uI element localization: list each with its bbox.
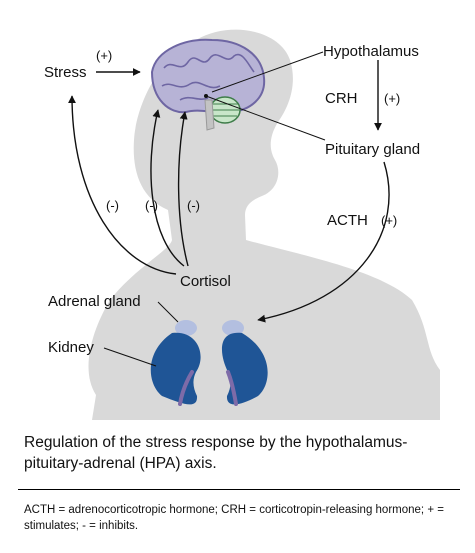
body-silhouette: [88, 29, 441, 420]
sign-feedback-stress: (-): [106, 198, 119, 213]
sign-crh: (+): [384, 91, 400, 106]
ureter-right: [226, 370, 238, 406]
caption-divider: [18, 489, 460, 490]
arrow-acth: [257, 161, 390, 323]
pointer-kidney: [103, 347, 157, 367]
abbreviation-footnote: ACTH = adrenocorticotropic hormone; CRH …: [24, 504, 444, 532]
feedback-to-pituitary: [177, 111, 189, 267]
label-pituitary: Pituitary gland: [325, 141, 420, 158]
brain-stem: [204, 99, 215, 131]
brain-folds: [161, 53, 255, 101]
label-cortisol: Cortisol: [180, 273, 231, 290]
label-adrenal-gland: Adrenal gland: [48, 293, 141, 310]
label-kidney: Kidney: [48, 339, 94, 356]
hpa-diagram: Stress (+) Hypothalamus CRH (+) Pituitar…: [44, 29, 441, 420]
figure-caption: Regulation of the stress response by the…: [24, 434, 408, 472]
label-hypothalamus: Hypothalamus: [323, 43, 419, 60]
pointer-adrenal: [157, 301, 179, 323]
brain: [150, 38, 266, 114]
sign-acth: (+): [381, 213, 397, 228]
sign-stress-to-brain: (+): [96, 48, 112, 63]
sign-feedback-pituitary: (-): [187, 198, 200, 213]
sign-feedback-hypothalamus: (-): [145, 198, 158, 213]
cerebellum-folds: [211, 103, 239, 117]
pointer-dot: [204, 94, 208, 98]
feedback-to-stress: [68, 95, 177, 275]
feedback-to-hypothalamus: [150, 109, 185, 267]
pointer-pituitary: [205, 95, 326, 141]
label-acth: ACTH: [327, 212, 368, 229]
adrenal-gland-right: [222, 320, 244, 336]
label-stress: Stress: [44, 64, 87, 81]
pointer-hypothalamus: [211, 51, 324, 93]
label-crh: CRH: [325, 90, 358, 107]
ureter-left: [178, 370, 194, 406]
kidney-left: [150, 332, 201, 405]
adrenal-gland-left: [175, 320, 197, 336]
